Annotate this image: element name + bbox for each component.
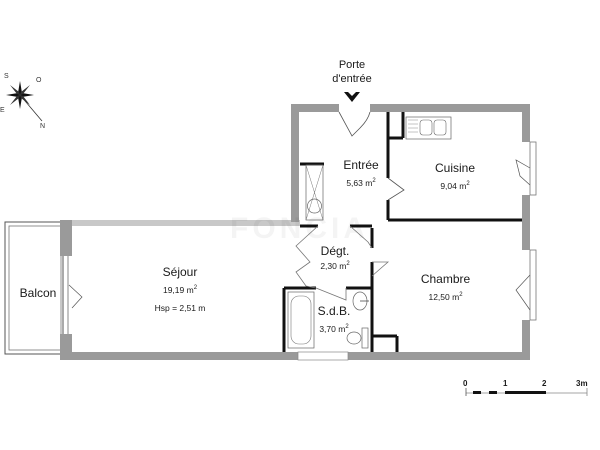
compass-rose-icon (6, 81, 43, 122)
svg-text:E: E (0, 107, 5, 114)
room-cuisine: Cuisine 9,04 m2 (420, 161, 490, 191)
room-sejour: Séjour 19,19 m2 Hsp = 2,51 m (145, 265, 215, 313)
entry-label-line1: Porte (338, 59, 366, 71)
scale-tick-3: 3m (576, 379, 588, 388)
entry-door (338, 111, 371, 137)
exterior-walls (60, 104, 530, 360)
scale-bar (465, 388, 588, 396)
room-name: Cuisine (434, 161, 476, 175)
room-name: Chambre (420, 272, 471, 286)
room-area: 9,04 m (440, 181, 467, 191)
svg-text:N: N (40, 123, 45, 130)
room-area: 3,70 m (319, 324, 346, 334)
entry-label-line2: d'entrée (332, 73, 372, 85)
room-degt: Dégt. 2,30 m2 (310, 244, 360, 271)
scale-tick-0: 0 (463, 379, 468, 388)
room-name: Séjour (162, 265, 198, 279)
room-area: 2,30 m (320, 261, 347, 271)
room-area: 12,50 m (428, 292, 460, 302)
room-name: S.d.B. (317, 304, 351, 318)
toilet-icon (346, 331, 362, 345)
room-balcon: Balcon (19, 286, 57, 300)
entry-label: Porte d'entrée (322, 58, 382, 86)
bathtub-icon (287, 291, 315, 349)
room-entree: Entrée 5,63 m2 (326, 158, 396, 188)
closet-icon (305, 164, 324, 221)
room-area: 19,19 m (162, 285, 194, 295)
room-area: 5,63 m (346, 178, 373, 188)
room-chambre: Chambre 12,50 m2 (408, 272, 483, 302)
watermark: FONCIA (230, 212, 369, 246)
scale-tick-1: 1 (503, 379, 508, 388)
ceiling-height: Hsp = 2,51 m (154, 303, 206, 313)
kitchen-sink-icon (405, 116, 452, 140)
scale-tick-2: 2 (542, 379, 547, 388)
svg-text:S: S (4, 73, 9, 80)
interior-partitions (282, 112, 522, 352)
balcony-outline (4, 221, 64, 355)
entry-arrow-icon (344, 92, 360, 102)
room-name: Dégt. (320, 244, 350, 258)
room-name: Entrée (343, 158, 379, 172)
room-sdb: S.d.B. 3,70 m2 (309, 304, 359, 334)
svg-text:O: O (36, 77, 42, 84)
